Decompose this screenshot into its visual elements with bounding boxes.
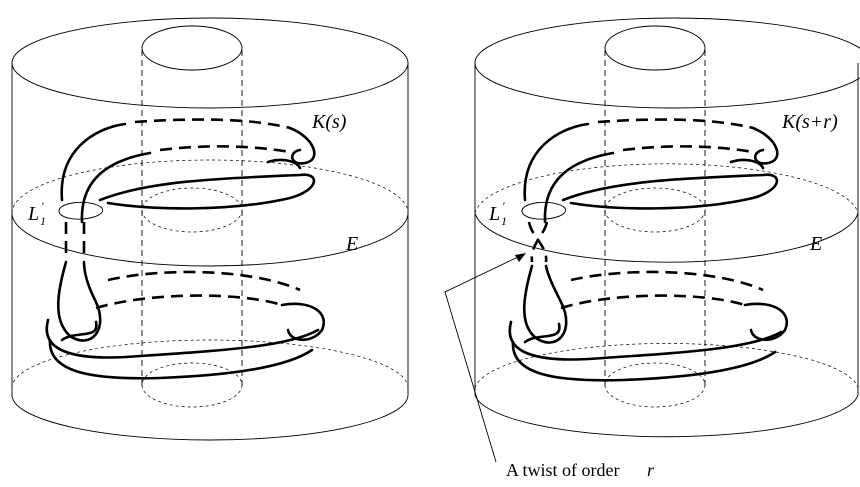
left-link-label: L [27, 203, 39, 225]
left-knot-upper-back [134, 118, 291, 130]
right-knot-lower-back2 [560, 294, 746, 310]
right-knot-upper-inner-back [622, 145, 754, 154]
twist-annotation-leader [444, 255, 521, 463]
left-knot-upper-hook [266, 158, 302, 170]
left-cylinder-diagram: K(s) L ′ 1 E [11, 17, 409, 441]
right-knot-upper-right [751, 126, 779, 165]
left-knot-lower-front [45, 318, 320, 359]
twist-annotation-text: A twist of order [506, 460, 619, 480]
left-lower-plane-back [11, 339, 409, 389]
right-knot-lower-left [522, 264, 568, 344]
left-knot-upper-inner [80, 151, 152, 224]
right-cylinder-diagram: K(s+r) L ′ 1 E A twist of order r [444, 17, 860, 480]
right-knot-upper-inner [543, 151, 615, 224]
right-inner-top [604, 25, 706, 71]
right-knot-upper-back [597, 118, 754, 130]
right-knot-twist-b [530, 221, 549, 263]
left-knot-upper-right [288, 126, 316, 165]
left-inner-bottom [141, 362, 243, 408]
right-knot-label: K(s+r) [781, 111, 838, 133]
right-inner-bottom [604, 362, 706, 408]
right-knot-upper-front [561, 173, 779, 210]
right-knot-lower-back [570, 270, 764, 292]
right-surface-label: E [809, 233, 822, 255]
right-link-label: L [488, 203, 500, 225]
right-inner-mid [604, 187, 706, 233]
left-inner-top [141, 25, 243, 71]
left-knot-upper-inner-back [159, 145, 291, 154]
right-knot-upper-arc [523, 122, 590, 202]
right-link-prime: ′ [502, 199, 505, 213]
left-inner-mid [141, 187, 243, 233]
right-surface-e-back [474, 163, 859, 214]
right-link-circle [521, 201, 566, 220]
twist-annotation-var: r [647, 460, 655, 480]
left-surface-label: E [345, 233, 358, 255]
left-knot-lower-back [107, 270, 301, 292]
left-knot-upper-arc [60, 122, 127, 202]
left-link-prime: ′ [41, 199, 44, 213]
right-knot-lower-front [508, 320, 783, 361]
right-surface-e-front [474, 212, 859, 263]
right-knot-upper-hook [729, 158, 765, 170]
right-link-sub: 1 [501, 214, 507, 228]
right-knot-lower-bottom [511, 340, 777, 382]
twist-annotation-arrowhead [515, 253, 526, 262]
left-knot-lower-back2 [95, 294, 283, 310]
left-surface-e-back [11, 159, 409, 214]
left-knot-lower-left [56, 260, 102, 342]
right-lower-plane-back [474, 343, 859, 389]
right-knot-lower-right [743, 302, 788, 342]
right-knot-lower-link [523, 322, 561, 344]
left-link-sub: 1 [40, 214, 46, 228]
right-bottom-rim [474, 394, 859, 438]
left-knot-upper-front [98, 173, 316, 210]
left-surface-e-front [11, 212, 409, 267]
left-bottom-rim [11, 394, 409, 441]
left-knot-label: K(s) [311, 111, 347, 133]
right-top-rim [474, 17, 860, 109]
left-knot-lower-right [280, 302, 325, 342]
left-top-rim [11, 17, 409, 109]
left-knot-lower-link [60, 320, 98, 342]
left-link-circle [58, 201, 103, 220]
right-knot-twist-a [527, 221, 548, 263]
left-knot-lower-bottom [48, 338, 314, 380]
